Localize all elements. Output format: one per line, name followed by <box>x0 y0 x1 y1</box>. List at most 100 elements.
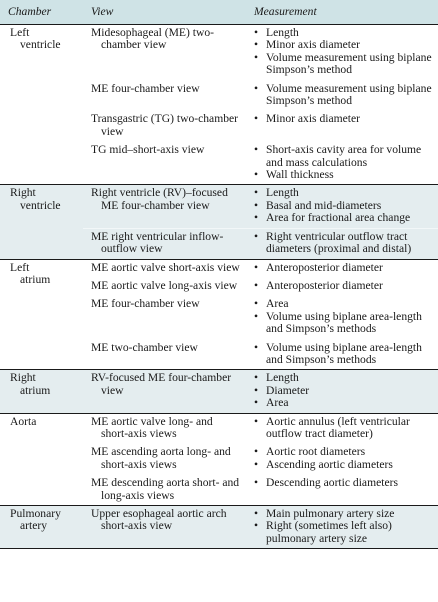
view-cell: Midesophageal (ME) two-chamber view <box>83 24 246 81</box>
table-row: Aorta ME aortic valve long- and short-axi… <box>0 412 438 506</box>
measurement-item: Length <box>254 187 434 201</box>
view-cell: ME right ventricular inflow-outflow view <box>83 227 246 259</box>
measurement-item: Ascending aortic diameters <box>254 458 434 472</box>
measurement-item: Length <box>254 26 434 40</box>
chamber-cell: Aorta <box>0 412 83 506</box>
view-text: ME two-chamber view <box>91 340 198 354</box>
view-cell: Transgastric (TG) two-chamber view <box>83 110 246 142</box>
view-text: ME aortic valve short-axis view <box>91 260 240 274</box>
view-cell: ME aortic valve long-axis view <box>83 276 246 296</box>
measurement-list: Minor axis diameter <box>254 113 434 127</box>
view-text: ME right ventricular inflow-outflow view <box>91 229 224 256</box>
measurement-list: AreaVolume using biplane area-length and… <box>254 297 434 336</box>
measurement-list: Right ventricular outflow tract diameter… <box>254 230 434 256</box>
measurement-item: Anteroposterior diameter <box>254 279 434 293</box>
measurement-cell: Volume measurement using biplane Simpson… <box>246 79 438 111</box>
table-row: TG mid–short-axis view Short-axis cavity … <box>0 141 438 185</box>
measurement-list: Short-axis cavity area for volume and ma… <box>254 144 434 182</box>
measurement-cell: LengthMinor axis diameterVolume measurem… <box>246 24 438 81</box>
measurement-item: Area <box>254 297 434 311</box>
measurement-item: Volume measurement using biplane Simpson… <box>254 51 434 77</box>
view-cell: TG mid–short-axis view <box>83 141 246 185</box>
measurement-cell: Main pulmonary artery sizeRight (sometim… <box>246 504 438 550</box>
chamber-name-line1: Right <box>10 186 36 200</box>
measurement-list: Aortic annulus (left ventricular outflow… <box>254 415 434 441</box>
measurement-cell: Right ventricular outflow tract diameter… <box>246 227 438 259</box>
view-text: ME four-chamber view <box>91 81 200 95</box>
table-row: ME descending aorta short- and long-axis… <box>0 474 438 506</box>
measurement-cell: Volume using biplane area-length and Sim… <box>246 338 438 370</box>
chamber-name-line2: ventricle <box>20 198 61 212</box>
view-text: ME four-chamber view <box>91 297 200 311</box>
view-cell: ME descending aorta short- and long-axis… <box>83 474 246 506</box>
measurement-list: Descending aortic diameters <box>254 476 434 490</box>
measurement-list: LengthBasal and mid-diametersArea for fr… <box>254 187 434 226</box>
measurement-list: Main pulmonary artery sizeRight (sometim… <box>254 507 434 545</box>
measurement-list: Volume measurement using biplane Simpson… <box>254 82 434 108</box>
view-text: TG mid–short-axis view <box>91 143 205 157</box>
table-row: ME four-chamber view Volume measurement u… <box>0 79 438 111</box>
measurement-list: Aortic root diametersAscending aortic di… <box>254 445 434 472</box>
measurement-cell: Minor axis diameter <box>246 110 438 142</box>
measurement-item: Volume using biplane area-length and Sim… <box>254 310 434 336</box>
chamber-name-line2: ventricle <box>20 38 61 52</box>
chamber-name-line2: artery <box>20 519 48 533</box>
measurement-list: LengthMinor axis diameterVolume measurem… <box>254 26 434 77</box>
chamber-name-line2: atrium <box>20 272 51 286</box>
view-text: Midesophageal (ME) two-chamber view <box>91 26 214 52</box>
header-measurement: Measurement <box>246 0 438 25</box>
chamber-name-line1: Pulmonary <box>10 507 61 520</box>
table-row: ME four-chamber view AreaVolume using bip… <box>0 295 438 340</box>
measurement-list: Anteroposterior diameter <box>254 261 434 275</box>
measurement-cell: Descending aortic diameters <box>246 474 438 506</box>
view-cell: ME aortic valve long- and short-axis vie… <box>83 412 246 444</box>
view-cell: ME ascending aorta long- and short-axis … <box>83 443 246 475</box>
measurement-item: Volume using biplane area-length and Sim… <box>254 341 434 367</box>
header-chamber: Chamber <box>0 0 83 25</box>
measurement-cell: Anteroposterior diameter <box>246 258 438 278</box>
measurement-item: Length <box>254 371 434 385</box>
measurement-item: Wall thickness <box>254 168 434 182</box>
measurement-item: Aortic root diameters <box>254 445 434 459</box>
view-cell: ME four-chamber view <box>83 295 246 340</box>
measurement-item: Anteroposterior diameter <box>254 261 434 275</box>
measurement-list: Anteroposterior diameter <box>254 279 434 293</box>
chamber-name-line1: Aorta <box>10 414 37 428</box>
measurement-item: Descending aortic diameters <box>254 476 434 490</box>
table-row: ME ascending aorta long- and short-axis … <box>0 443 438 475</box>
view-text: ME aortic valve long-axis view <box>91 278 238 292</box>
view-text: ME ascending aorta long- and short-axis … <box>91 445 231 471</box>
view-cell: ME aortic valve short-axis view <box>83 258 246 278</box>
measurement-cell: AreaVolume using biplane area-length and… <box>246 295 438 340</box>
chamber-name-line1: Right <box>10 371 36 385</box>
measurement-item: Minor axis diameter <box>254 38 434 52</box>
measurement-item: Aortic annulus (left ventricular outflow… <box>254 415 434 441</box>
measurement-cell: LengthDiameterArea <box>246 369 438 414</box>
view-text: ME descending aorta short- and long-axis… <box>91 476 240 502</box>
view-text: Upper esophageal aortic arch short-axis … <box>91 507 227 533</box>
view-cell: ME four-chamber view <box>83 79 246 111</box>
view-cell: RV-focused ME four-chamber view <box>83 369 246 414</box>
measurement-cell: LengthBasal and mid-diametersArea for fr… <box>246 184 438 229</box>
measurement-item: Volume measurement using biplane Simpson… <box>254 82 434 108</box>
view-text: RV-focused ME four-chamber view <box>91 371 232 397</box>
view-text: Right ventricle (RV)–focused ME four-cha… <box>91 186 228 212</box>
measurement-cell: Anteroposterior diameter <box>246 276 438 296</box>
measurement-list: Volume using biplane area-length and Sim… <box>254 341 434 367</box>
chamber-name-line1: Left <box>10 260 30 274</box>
measurement-item: Area for fractional area change <box>254 211 434 225</box>
view-cell: ME two-chamber view <box>83 338 246 370</box>
measurement-cell: Short-axis cavity area for volume and ma… <box>246 141 438 185</box>
measurement-item: Right (sometimes left also) pulmonary ar… <box>254 520 434 545</box>
